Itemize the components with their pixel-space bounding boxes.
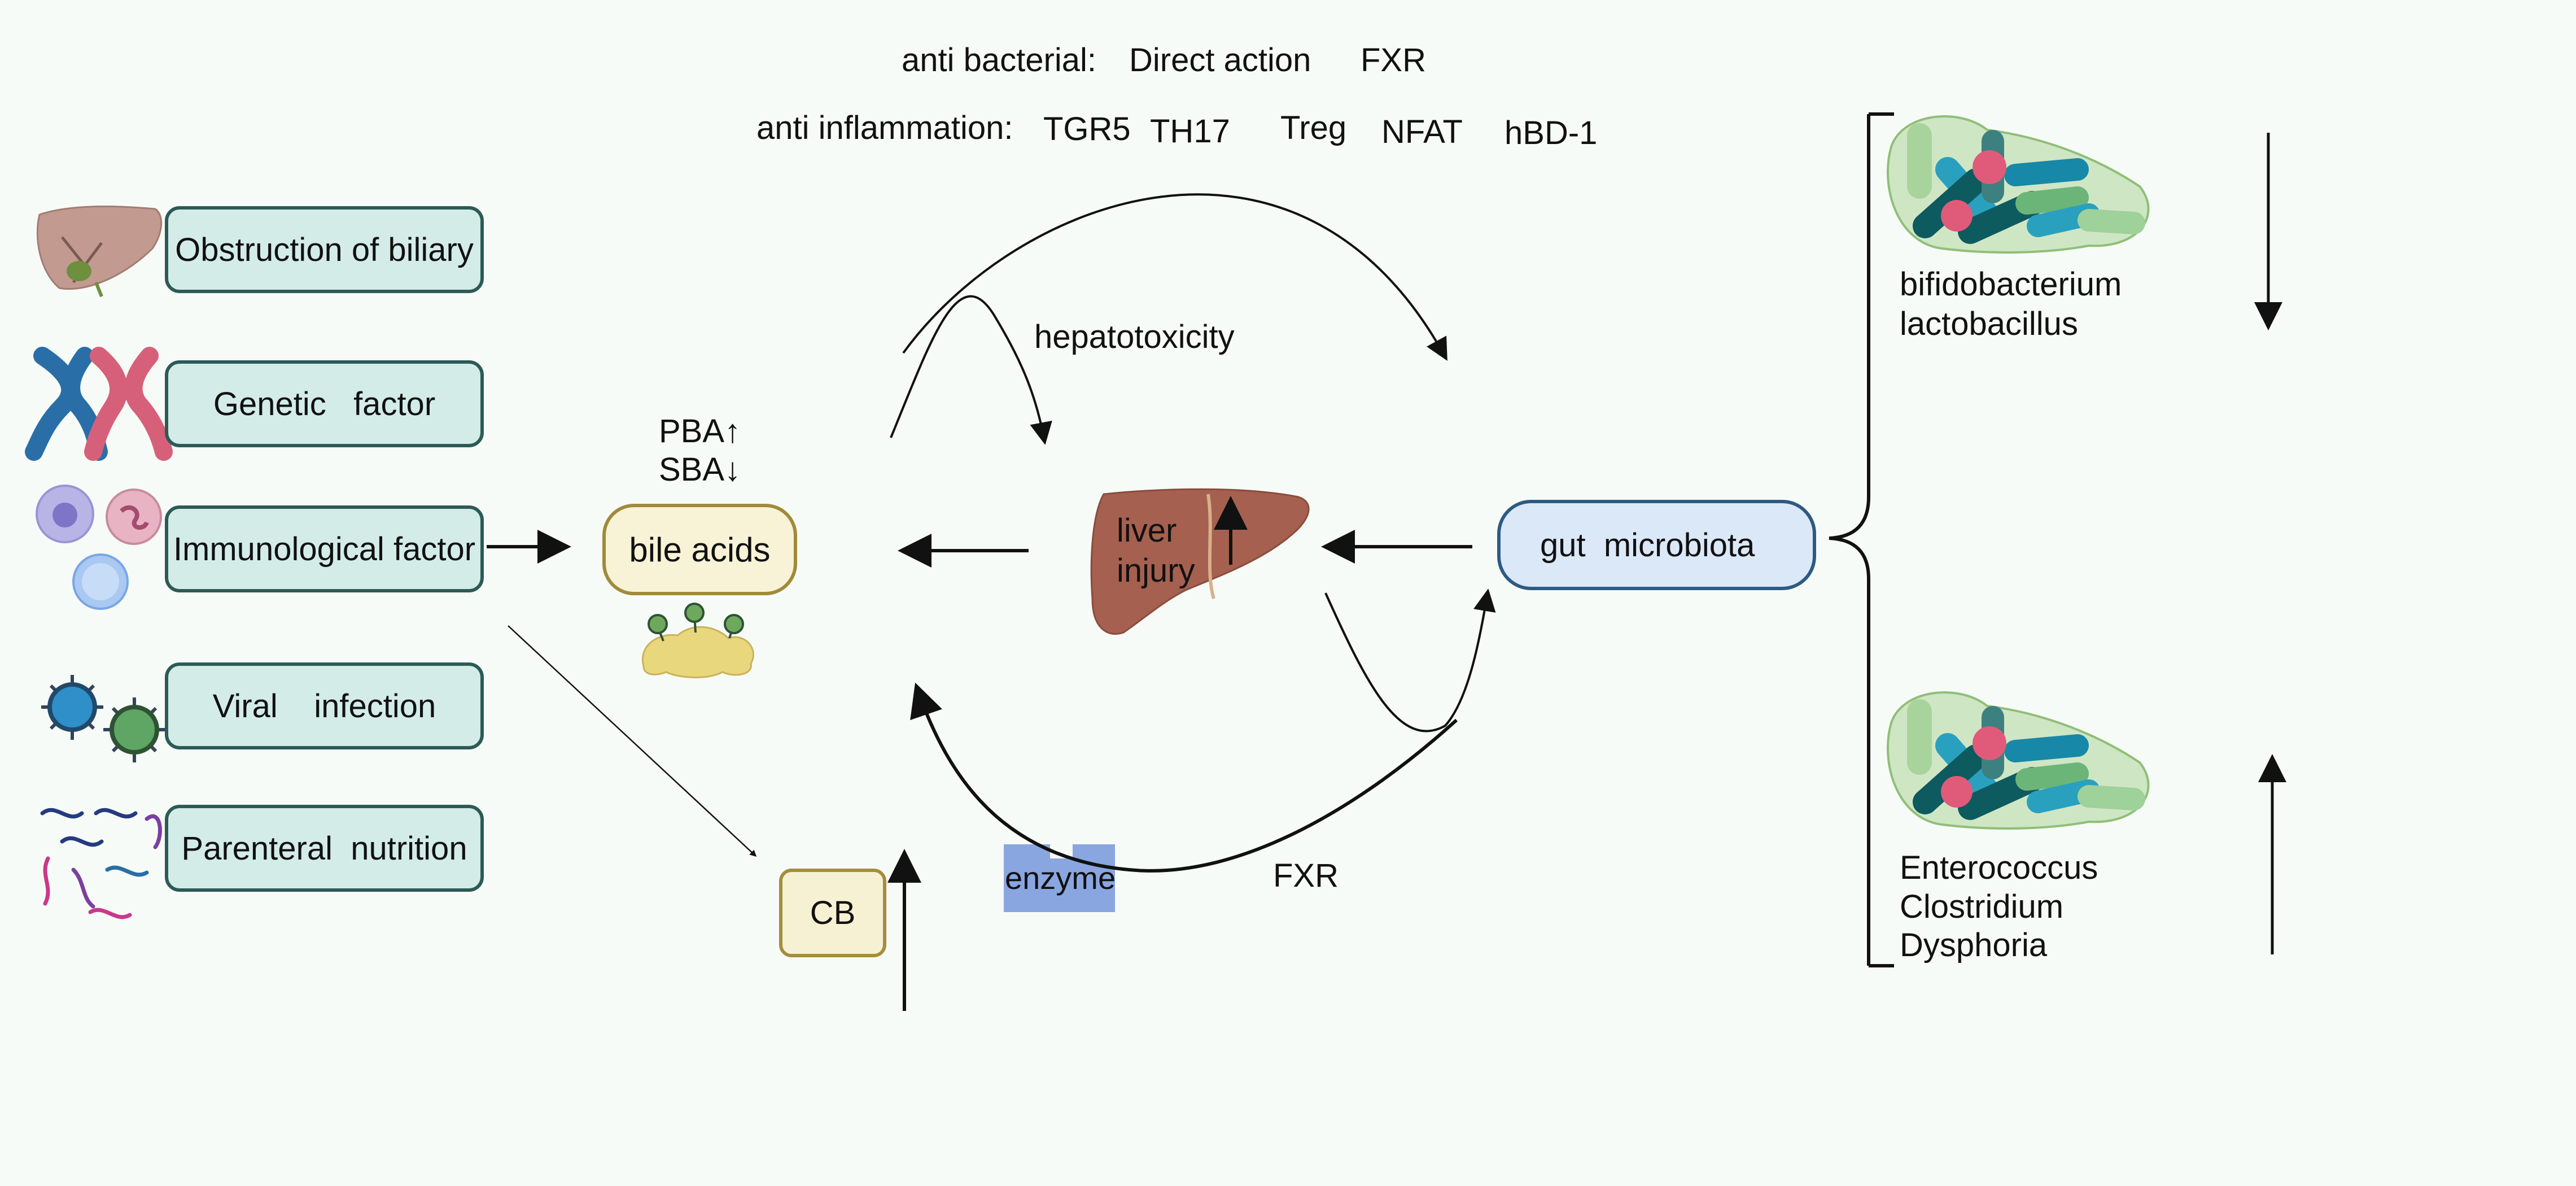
cause-immunological-factor: Immunological factor	[165, 505, 484, 592]
bacteria-strands-icon	[40, 808, 162, 919]
arrow-hepatotoxicity	[890, 295, 1052, 445]
bile-micelle-icon	[641, 603, 754, 678]
virus-icon	[41, 675, 165, 762]
cause-viral-infection: Viral infection	[165, 662, 484, 749]
arrow-bile-to-gut-top	[902, 193, 1447, 361]
arrow-to-cb	[508, 625, 757, 857]
fxr-bottom-label: FXR	[1273, 857, 1339, 894]
direct-action-label: Direct action	[1129, 42, 1311, 79]
brace	[1829, 112, 1894, 967]
enterococcus-label: Enterococcus	[1900, 849, 2098, 886]
fxr-top-label: FXR	[1361, 42, 1426, 79]
tgr5-label: TGR5	[1043, 111, 1131, 147]
cause-parenteral-nutrition: Parenteral nutrition	[165, 805, 484, 892]
bile-acids-box: bile acids	[602, 504, 797, 595]
treg-label: Treg	[1280, 110, 1347, 146]
hbd1-label: hBD-1	[1505, 115, 1598, 151]
cb-box: CB	[779, 869, 886, 957]
chromosome-icon	[25, 347, 173, 461]
cause-genetic-factor: Genetic factor	[165, 360, 484, 447]
liver-icon	[1090, 488, 1310, 635]
dysphoria-label: Dysphoria	[1900, 927, 2048, 963]
bifidobacterium-label: bifidobacterium	[1900, 266, 2122, 303]
immune-cells-icon	[36, 485, 162, 610]
arrow-liver-to-gut	[1324, 588, 1496, 732]
clostridium-label: Clostridium	[1900, 888, 2064, 925]
liver-gallbladder-icon	[36, 206, 163, 298]
liver-injury-label: liver injury	[1117, 512, 1195, 589]
cause-obstruction-of-biliary: Obstruction of biliary	[165, 206, 484, 293]
enzyme-label: enzyme	[1005, 860, 1116, 896]
harmful-bacteria-icon	[1887, 691, 2150, 830]
nfat-label: NFAT	[1381, 114, 1463, 150]
beneficial-bacteria-icon	[1887, 115, 2150, 254]
anti-inflammation-label: anti inflammation:	[756, 110, 1013, 146]
sba-label: SBA↓	[659, 451, 741, 488]
pba-label: PBA↑	[659, 413, 741, 450]
lactobacillus-label: lactobacillus	[1900, 306, 2078, 342]
th17-label: TH17	[1150, 113, 1230, 150]
anti-bacterial-label: anti bacterial:	[902, 42, 1096, 79]
gut-microbiota-box: gut microbiota	[1497, 500, 1816, 590]
hepatotoxicity-label: hepatotoxicity	[1034, 319, 1235, 355]
arrow-gut-to-bile	[910, 682, 1458, 873]
